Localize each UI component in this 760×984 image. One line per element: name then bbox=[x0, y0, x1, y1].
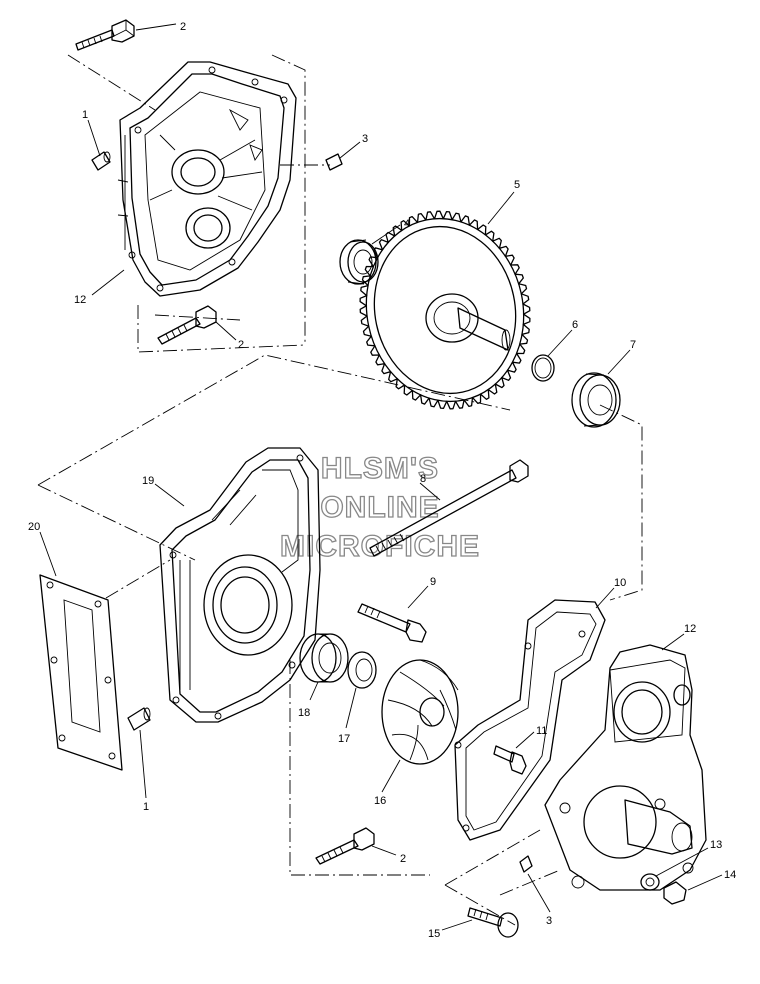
washer-17 bbox=[347, 651, 377, 689]
bolt-15 bbox=[467, 907, 519, 938]
callout-13: 13 bbox=[710, 839, 722, 851]
callout-labels: 2 1 3 12 2 4 5 6 7 8 19 20 9 10 12 18 17… bbox=[28, 21, 736, 940]
watermark-line-2: ONLINE bbox=[320, 491, 439, 524]
upper-case-cover bbox=[117, 61, 297, 297]
callout-9: 9 bbox=[430, 576, 436, 588]
callout-2-middle: 2 bbox=[238, 339, 244, 351]
callout-16: 16 bbox=[374, 795, 386, 807]
gasket-10 bbox=[454, 599, 606, 841]
callout-19: 19 bbox=[142, 475, 154, 487]
callout-18: 18 bbox=[298, 707, 310, 719]
pin-bottom bbox=[519, 855, 533, 873]
dowel-pin-top bbox=[91, 151, 111, 171]
pin-top bbox=[325, 153, 343, 171]
callout-3-top: 3 bbox=[362, 133, 368, 145]
gear-teeth bbox=[359, 210, 531, 410]
leader-lines bbox=[39, 23, 723, 931]
bolt-11 bbox=[493, 745, 527, 775]
oil-seal-18 bbox=[299, 633, 349, 683]
callout-7: 7 bbox=[630, 339, 636, 351]
bolt-9 bbox=[357, 603, 427, 643]
callout-11: 11 bbox=[536, 725, 547, 737]
callout-2-top: 2 bbox=[180, 21, 186, 33]
bolt-bottom bbox=[315, 827, 375, 865]
callout-10: 10 bbox=[614, 577, 626, 589]
gasket-20 bbox=[39, 574, 123, 771]
callout-1-top: 1 bbox=[82, 109, 88, 121]
callout-15: 15 bbox=[428, 928, 440, 940]
callout-2-bottom: 2 bbox=[400, 853, 406, 865]
watermark-line-1: HLSM'S bbox=[321, 452, 439, 485]
screw-14 bbox=[663, 881, 687, 905]
callout-12-top: 12 bbox=[74, 294, 86, 306]
callout-1-bottom: 1 bbox=[143, 801, 149, 813]
callout-4: 4 bbox=[404, 218, 410, 230]
dowel-pin-bottom bbox=[127, 707, 151, 731]
o-ring-6 bbox=[531, 354, 555, 382]
callout-8: 8 bbox=[420, 473, 426, 485]
gear-5 bbox=[359, 210, 531, 410]
bolt-top bbox=[75, 19, 135, 51]
callout-12-bottom: 12 bbox=[684, 623, 696, 635]
pump-cover bbox=[544, 644, 707, 891]
impeller-16 bbox=[381, 659, 459, 765]
callout-6: 6 bbox=[572, 319, 578, 331]
washer-13 bbox=[640, 873, 660, 891]
assembly-center-lines bbox=[37, 54, 643, 926]
callout-20: 20 bbox=[28, 521, 40, 533]
callout-17: 17 bbox=[338, 733, 350, 745]
watermark-line-3: MICROFICHE bbox=[280, 530, 480, 563]
bearing-4 bbox=[339, 239, 379, 285]
bolt-middle bbox=[157, 305, 217, 345]
callout-5: 5 bbox=[514, 179, 520, 191]
callout-14: 14 bbox=[724, 869, 736, 881]
callout-3-bottom: 3 bbox=[546, 915, 552, 927]
water-pump-body bbox=[159, 447, 321, 723]
long-bolt-8 bbox=[369, 459, 529, 557]
bearing-7 bbox=[571, 372, 621, 428]
watermark: HLSM'S ONLINE MICROFICHE bbox=[279, 451, 480, 563]
